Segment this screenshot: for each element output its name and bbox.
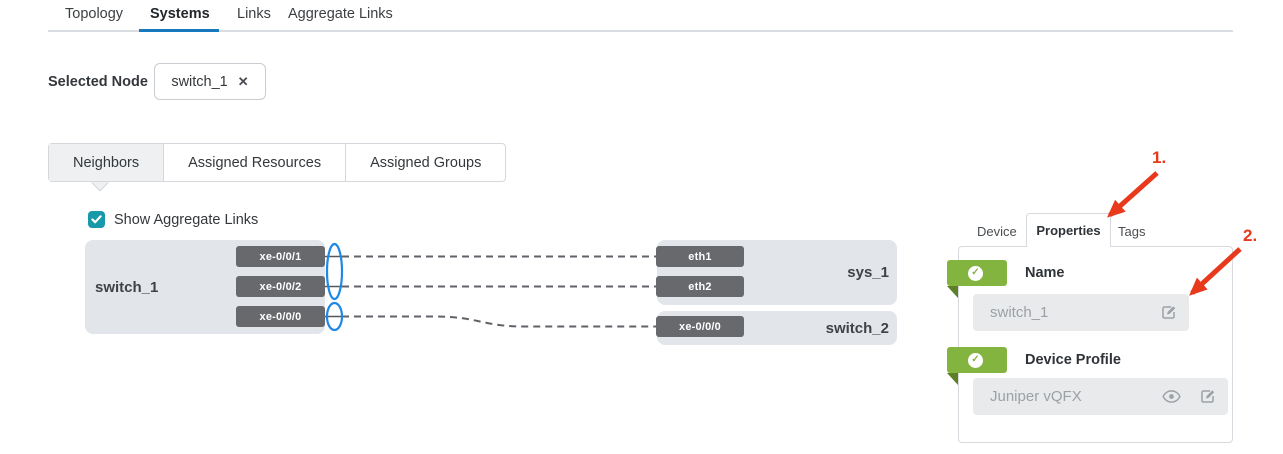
selected-node-value: switch_1 <box>171 73 228 90</box>
node-label-switch-1: switch_1 <box>95 279 159 296</box>
subtab-assigned-groups[interactable]: Assigned Groups <box>370 154 482 171</box>
edit-icon[interactable] <box>1160 304 1177 321</box>
show-aggregate-links-label: Show Aggregate Links <box>114 211 259 228</box>
valid-check-icon: ✓ <box>968 265 983 281</box>
show-aggregate-links-checkbox[interactable] <box>88 211 105 228</box>
name-field-value: switch_1 <box>990 304 1049 321</box>
valid-check-icon: ✓ <box>968 352 983 368</box>
device-profile-section-label: Device Profile <box>1025 352 1121 368</box>
show-aggregate-links-row: Show Aggregate Links <box>88 211 258 228</box>
node-label-sys-1: sys_1 <box>847 264 889 281</box>
edit-icon[interactable] <box>1199 388 1216 405</box>
selected-node-chip: switch_1 ✕ <box>154 63 266 100</box>
panel-tab-device[interactable]: Device <box>977 224 1017 239</box>
panel-tab-tags[interactable]: Tags <box>1118 224 1146 239</box>
panel-tab-properties[interactable]: Properties <box>1026 213 1111 247</box>
name-field: switch_1 <box>973 294 1189 331</box>
port-chip-switch-2-xe-0-0-0: xe-0/0/0 <box>656 316 744 337</box>
port-chip-switch-1-xe-0-0-2: xe-0/0/2 <box>236 276 325 297</box>
annotation-step-1-label: 1. <box>1152 148 1167 167</box>
name-section-label: Name <box>1025 265 1065 281</box>
tab-systems[interactable]: Systems <box>150 6 210 22</box>
active-tab-underline <box>139 29 219 32</box>
eye-icon[interactable] <box>1162 390 1181 403</box>
port-chip-sys-1-eth1: eth1 <box>656 246 744 267</box>
annotation-step-2-label: 2. <box>1243 226 1258 245</box>
selected-node-label: Selected Node <box>48 74 148 90</box>
port-chip-switch-1-xe-0-0-1: xe-0/0/1 <box>236 246 325 267</box>
checkbox-check-icon <box>91 215 102 224</box>
tab-links[interactable]: Links <box>237 6 271 22</box>
tab-topology[interactable]: Topology <box>65 6 124 22</box>
port-chip-sys-1-eth2: eth2 <box>656 276 744 297</box>
device-profile-field-value: Juniper vQFX <box>990 388 1082 405</box>
subtab-neighbors[interactable]: Neighbors <box>49 144 165 181</box>
device-profile-field: Juniper vQFX <box>973 378 1228 415</box>
ribbon-fold <box>947 286 958 298</box>
subtab-assigned-resources[interactable]: Assigned Resources <box>164 144 347 181</box>
aggregate-link-ellipse <box>325 242 344 301</box>
status-ribbon-name: ✓ <box>947 260 1007 286</box>
link-line-xe000-switch2 <box>342 315 656 328</box>
subtab-bar: Neighbors Assigned Resources Assigned Gr… <box>48 143 507 182</box>
status-ribbon-device-profile: ✓ <box>947 347 1007 373</box>
annotation-arrow-1 <box>1107 171 1159 218</box>
close-icon[interactable]: ✕ <box>237 73 249 89</box>
tab-bar-divider <box>48 30 1233 32</box>
node-label-switch-2: switch_2 <box>825 320 889 337</box>
tab-aggregate-links[interactable]: Aggregate Links <box>288 6 393 22</box>
ribbon-fold <box>947 373 958 385</box>
port-chip-switch-1-xe-0-0-0: xe-0/0/0 <box>236 306 325 327</box>
single-link-ellipse <box>325 301 344 332</box>
